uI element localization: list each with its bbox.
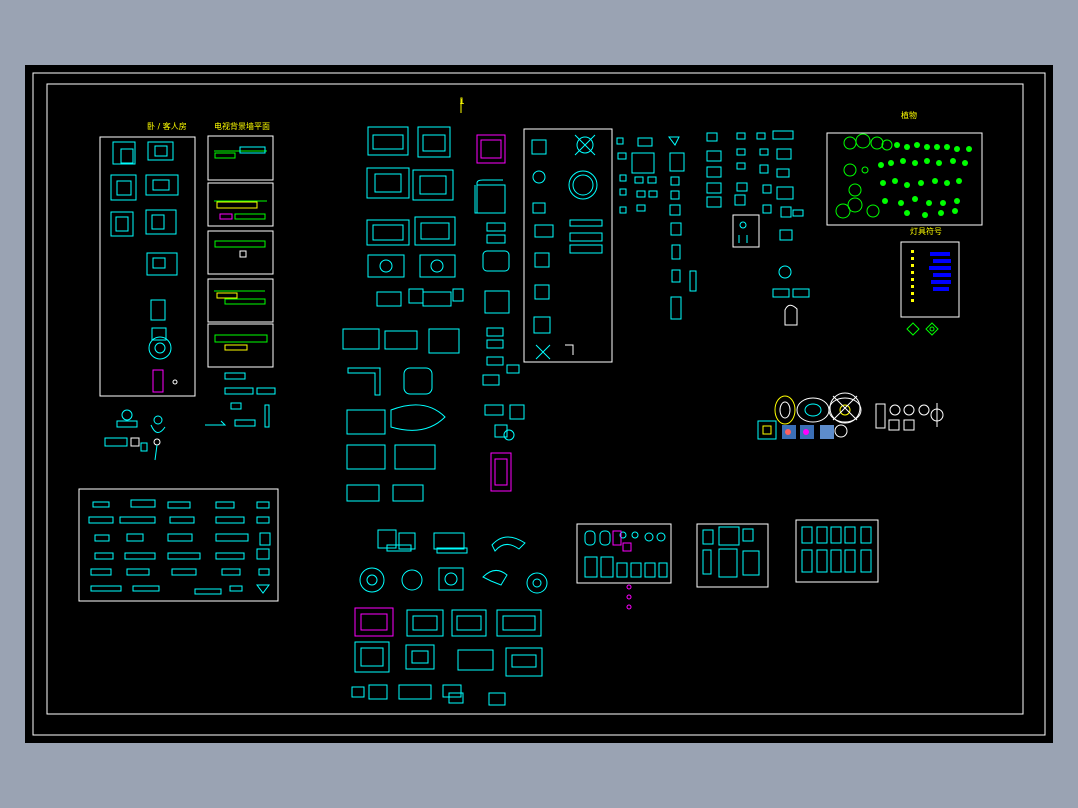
cad-drawing-canvas[interactable]: 卧 / 客人房 电视背景墙平面 植物 灯具符号 1: [25, 65, 1053, 743]
living-sets-accent-group: [354, 584, 632, 637]
bathroom-panel-3: [795, 519, 879, 583]
bedroom-blocks-group: [99, 136, 196, 397]
section-title-lamps: 灯具符号: [910, 227, 942, 236]
bathroom-panels-group: [576, 519, 879, 588]
lamps-group: [900, 241, 960, 336]
bathroom-panel-1: [576, 523, 672, 584]
sofa-accent-group: [476, 134, 512, 492]
inner-border: [46, 83, 1024, 715]
tv-wall-panel-2: [207, 182, 274, 227]
bedroom-panel: [99, 136, 196, 397]
section-title-bedroom: 卧 / 客人房: [147, 122, 187, 131]
bathroom-panel-2: [696, 523, 769, 588]
plants-panel: [826, 132, 983, 226]
tv-wall-panel-1: [207, 135, 274, 181]
plants-group: [826, 132, 983, 226]
cabinet-panel: [78, 488, 279, 602]
tv-wall-panel-4: [207, 278, 274, 323]
section-title-plants: 植物: [901, 111, 917, 120]
lamps-panel: [900, 241, 960, 318]
sheet-mark: 1: [459, 97, 465, 107]
tv-wall-panel-3: [207, 230, 274, 275]
tv-wall-group: [207, 135, 274, 368]
small-icons-group: [616, 130, 810, 326]
dining-tables-group: [523, 128, 613, 363]
cad-drawing: [32, 72, 1046, 736]
tv-wall-details: [214, 146, 268, 351]
sofa-blocks-group: [342, 126, 525, 502]
cabinet-blocks-group: [78, 488, 279, 602]
outer-border: [32, 72, 1046, 736]
dining-panel: [523, 128, 613, 363]
patterns-group: [757, 392, 944, 440]
tv-wall-panel-5: [207, 323, 274, 368]
misc-left-group: [104, 372, 276, 461]
section-title-tv-wall: 电视背景墙平面: [214, 122, 270, 131]
living-sets-group: [351, 529, 548, 706]
